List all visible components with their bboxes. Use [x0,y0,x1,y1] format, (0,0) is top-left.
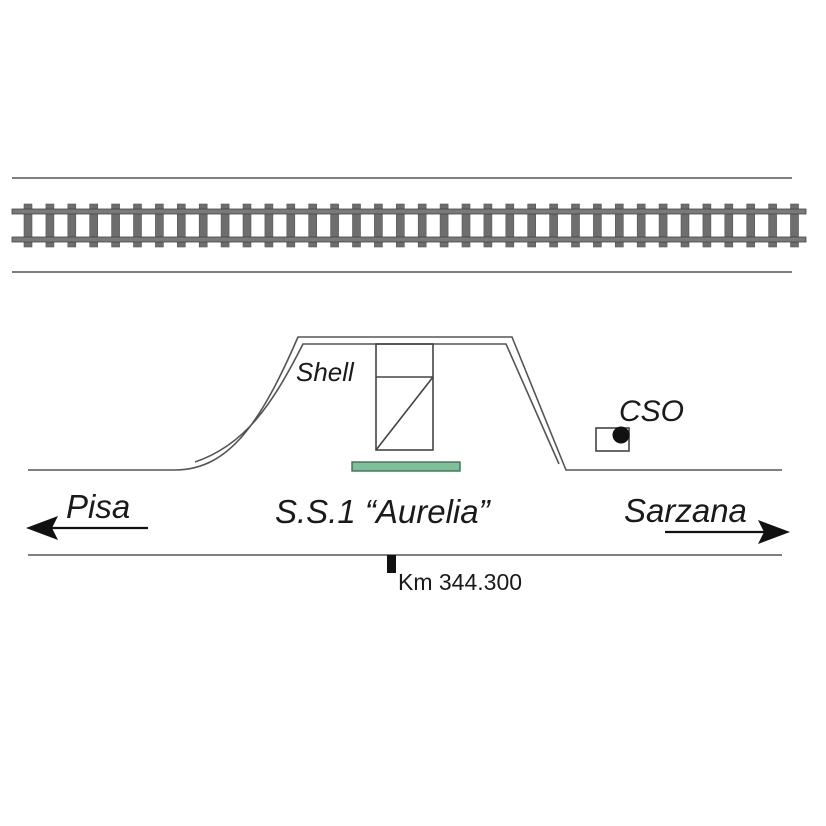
shell-label: Shell [296,357,355,387]
railway-tie [746,203,756,248]
railway-tie [352,203,361,248]
railway-tie [155,203,164,248]
railway-tie [614,203,624,248]
arrow-left-icon [26,516,58,540]
railway-tie [67,203,77,248]
west-destination-label: Pisa [66,488,130,525]
railway-tie [177,203,186,248]
west-direction-arrow [26,516,148,540]
railway-tie [724,203,734,248]
road-name-label: S.S.1 “Aurelia” [275,493,492,530]
forecourt-inner-edge [194,343,560,465]
railway-tie [286,203,296,248]
railway-tie [417,203,427,248]
railway-tie [790,203,799,248]
railway-tie [593,203,602,248]
cso-label: CSO [619,395,684,428]
railway-tie [505,203,515,248]
railway-tie [89,203,98,248]
railway-tie [45,203,55,248]
railway-tie [111,203,120,248]
railway-tie [308,203,318,248]
railway-tie [768,203,777,248]
railway-tie [23,203,33,248]
railway-tie [220,203,230,248]
building-outline [375,343,434,451]
arrow-right-icon [758,520,790,544]
km-marker-post [387,555,396,573]
railway-tie [527,203,537,248]
railway-tie [680,203,690,248]
railway-tie [549,203,558,248]
railway-tie [133,203,142,248]
railway-ties [23,203,799,248]
railway-tie [242,203,252,248]
cso-box [595,427,630,452]
railway-track [11,203,807,248]
railway-tie [702,203,712,248]
railway-tie [198,203,208,248]
east-direction-arrow [665,520,790,544]
railway-tie [330,203,339,248]
rail-bottom [11,236,807,243]
rail-top [11,208,807,215]
station-forecourt [28,336,782,471]
railway-tie [636,203,646,248]
building-diagonal [375,376,434,451]
railway-tie [483,203,493,248]
railway-tie [461,203,471,248]
railway-tie [439,203,449,248]
shell-station-building [375,343,434,451]
railway-tie [395,203,405,248]
east-destination-label: Sarzana [624,492,747,529]
cso-point-icon [612,426,630,444]
railway-tie [658,203,668,248]
planter-island [351,461,461,472]
railway-tie [264,203,274,248]
km-marker-label: Km 344.300 [398,569,522,595]
railway-tie [374,203,383,248]
railway-tie [571,203,580,248]
